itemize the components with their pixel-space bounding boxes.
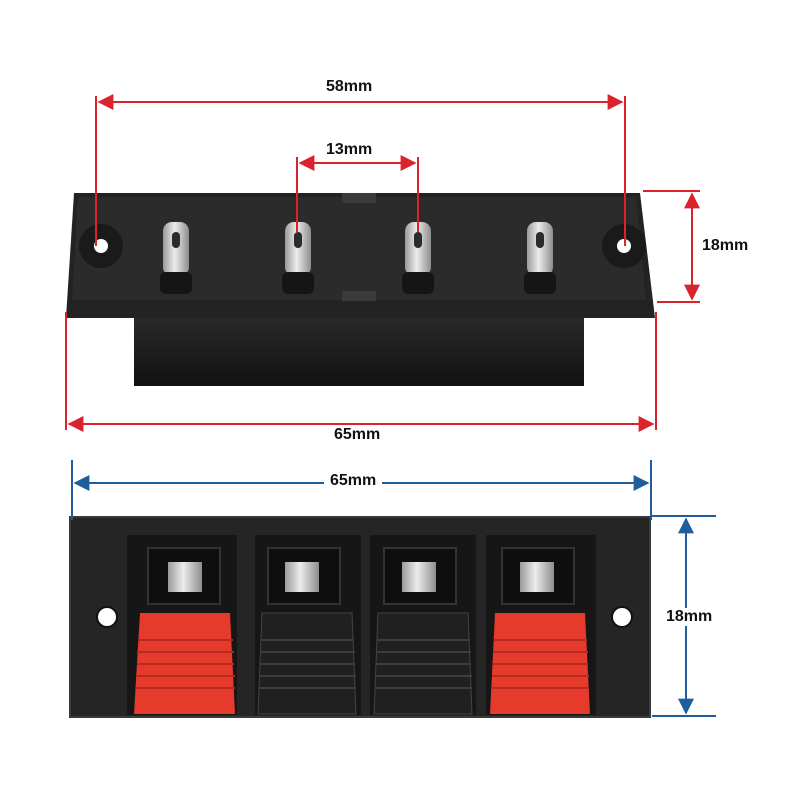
dimension-58mm — [95, 94, 626, 246]
terminal-2 — [255, 535, 361, 715]
dimension-65mm-top — [65, 312, 657, 432]
mounting-hole-icon — [79, 224, 123, 268]
front-view — [69, 460, 716, 718]
dimension-18mm-top — [643, 190, 700, 303]
mounting-hole-icon — [96, 606, 118, 628]
solder-tab-icon — [160, 222, 192, 294]
solder-tab-icon — [282, 222, 314, 294]
dimension-13mm — [296, 155, 419, 232]
top-view — [65, 94, 700, 432]
dimension-65mm-front — [71, 460, 652, 520]
label-65mm-front: 65mm — [324, 472, 383, 490]
label-65mm-top: 65mm — [328, 426, 387, 444]
spring-lever-icon — [134, 613, 235, 714]
plate-top-face — [72, 197, 646, 300]
label-18mm-top: 18mm — [702, 237, 749, 255]
housing-block — [134, 316, 584, 386]
solder-tab-icon — [402, 222, 434, 294]
terminal-1 — [127, 535, 237, 715]
plate-notch-bottom — [342, 291, 376, 301]
label-18mm-front: 18mm — [660, 608, 719, 626]
solder-tab-icon — [524, 222, 556, 294]
label-13mm: 13mm — [320, 141, 379, 159]
plate-notch-top — [342, 193, 376, 203]
spring-lever-icon — [373, 612, 473, 715]
terminal-4 — [486, 535, 596, 715]
spring-lever-icon — [257, 612, 357, 715]
mounting-hole-icon — [611, 606, 633, 628]
terminal-3 — [370, 535, 476, 715]
label-58mm: 58mm — [320, 78, 379, 96]
spring-lever-icon — [490, 613, 590, 714]
